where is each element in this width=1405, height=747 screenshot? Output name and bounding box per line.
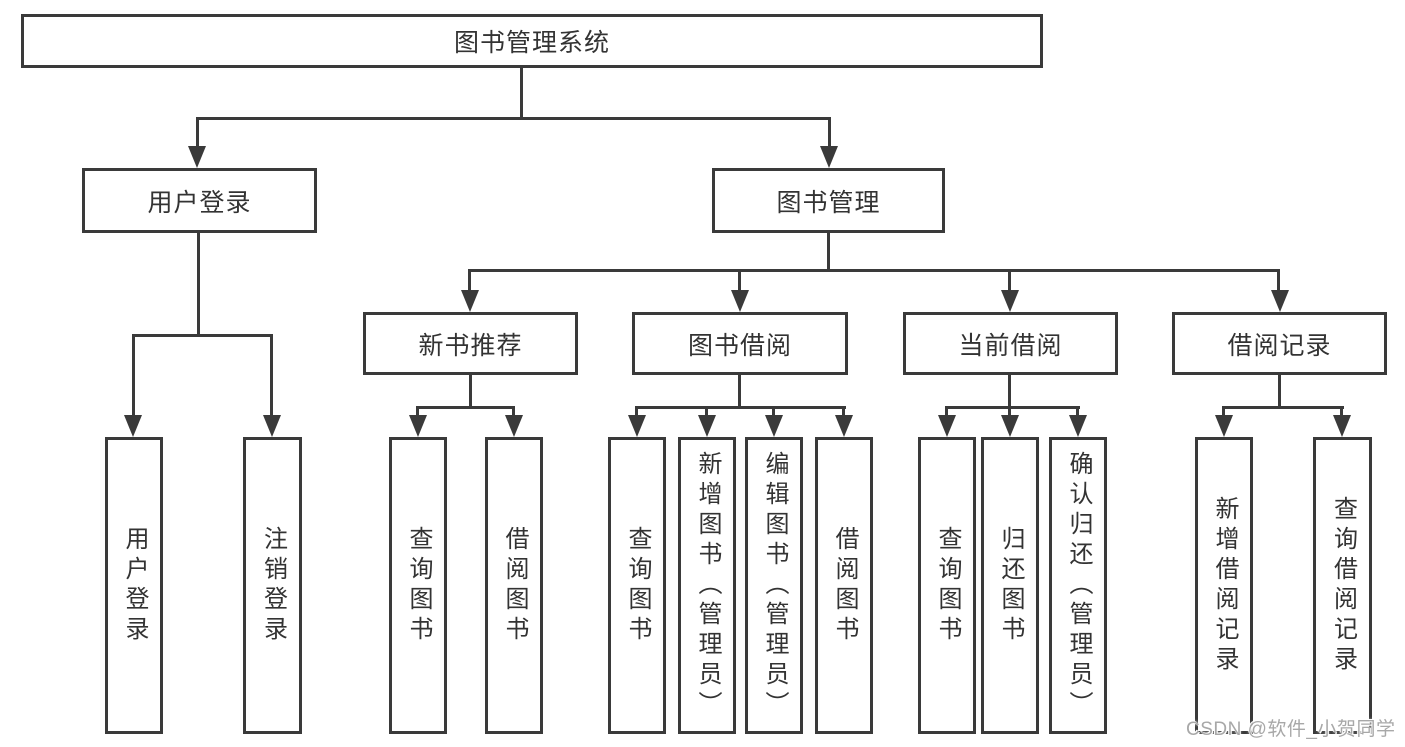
node-root-system: 图书管理系统 — [21, 14, 1043, 68]
csdn-watermark: CSDN @软件_小贺同学 — [1186, 719, 1396, 740]
leaf-confirm-return-admin: 确认归还（管理员） — [1049, 437, 1107, 734]
arrowhead-down-icon — [1001, 415, 1019, 437]
connector-vline — [270, 334, 273, 416]
connector-vline — [468, 269, 471, 292]
arrowhead-down-icon — [409, 415, 427, 437]
connector-vline — [1076, 406, 1079, 417]
connector-vline — [1340, 406, 1343, 417]
arrowhead-down-icon — [938, 415, 956, 437]
leaf-borrow-books: 借阅图书 — [815, 437, 873, 734]
connector-vline — [132, 334, 135, 416]
leaf-add-borrow-record: 新增借阅记录 — [1195, 437, 1253, 734]
leaf-borrow-books-recommend: 借阅图书 — [485, 437, 543, 734]
connector-hline — [945, 406, 1080, 409]
arrowhead-down-icon — [628, 415, 646, 437]
leaf-return-books: 归还图书 — [981, 437, 1039, 734]
arrowhead-down-icon — [1069, 415, 1087, 437]
connector-vline — [416, 406, 419, 417]
connector-vline — [827, 231, 830, 272]
arrowhead-down-icon — [1001, 290, 1019, 312]
arrowhead-down-icon — [1215, 415, 1233, 437]
connector-vline — [842, 406, 845, 417]
connector-vline — [738, 269, 741, 292]
node-new-book-recommend: 新书推荐 — [363, 312, 578, 375]
connector-hline — [132, 334, 273, 337]
connector-hline — [1222, 406, 1344, 409]
connector-vline — [1277, 269, 1280, 292]
arrowhead-down-icon — [731, 290, 749, 312]
node-borrow-records: 借阅记录 — [1172, 312, 1387, 375]
connector-hline — [416, 406, 514, 409]
connector-vline — [828, 117, 831, 148]
arrowhead-down-icon — [124, 415, 142, 437]
connector-vline — [520, 66, 523, 120]
arrowhead-down-icon — [505, 415, 523, 437]
arrowhead-down-icon — [461, 290, 479, 312]
connector-vline — [772, 406, 775, 417]
leaf-query-borrow-record: 查询借阅记录 — [1313, 437, 1372, 734]
node-book-management: 图书管理 — [712, 168, 945, 233]
connector-vline — [1278, 373, 1281, 409]
connector-vline — [469, 373, 472, 409]
connector-vline — [196, 117, 199, 148]
leaf-edit-book-admin: 编辑图书（管理员） — [745, 437, 803, 734]
arrowhead-down-icon — [765, 415, 783, 437]
node-user-login: 用户登录 — [82, 168, 317, 233]
connector-vline — [1222, 406, 1225, 417]
arrowhead-down-icon — [820, 146, 838, 168]
node-current-borrow: 当前借阅 — [903, 312, 1118, 375]
arrowhead-down-icon — [1271, 290, 1289, 312]
arrowhead-down-icon — [263, 415, 281, 437]
connector-vline — [1008, 406, 1011, 417]
connector-vline — [1008, 373, 1011, 409]
leaf-logout: 注销登录 — [243, 437, 302, 734]
arrowhead-down-icon — [698, 415, 716, 437]
connector-hline — [468, 269, 1280, 272]
connector-vline — [705, 406, 708, 417]
leaf-query-books-recommend: 查询图书 — [389, 437, 447, 734]
connector-vline — [738, 373, 741, 409]
node-book-borrow: 图书借阅 — [632, 312, 848, 375]
leaf-user-login: 用户登录 — [105, 437, 163, 734]
connector-vline — [945, 406, 948, 417]
leaf-add-book-admin: 新增图书（管理员） — [678, 437, 736, 734]
connector-vline — [197, 231, 200, 336]
leaf-query-books-borrow: 查询图书 — [608, 437, 666, 734]
arrowhead-down-icon — [835, 415, 853, 437]
connector-vline — [512, 406, 515, 417]
connector-hline — [635, 406, 846, 409]
leaf-query-books-current: 查询图书 — [918, 437, 976, 734]
connector-vline — [1008, 269, 1011, 292]
connector-hline — [196, 117, 831, 120]
arrowhead-down-icon — [188, 146, 206, 168]
connector-vline — [635, 406, 638, 417]
arrowhead-down-icon — [1333, 415, 1351, 437]
